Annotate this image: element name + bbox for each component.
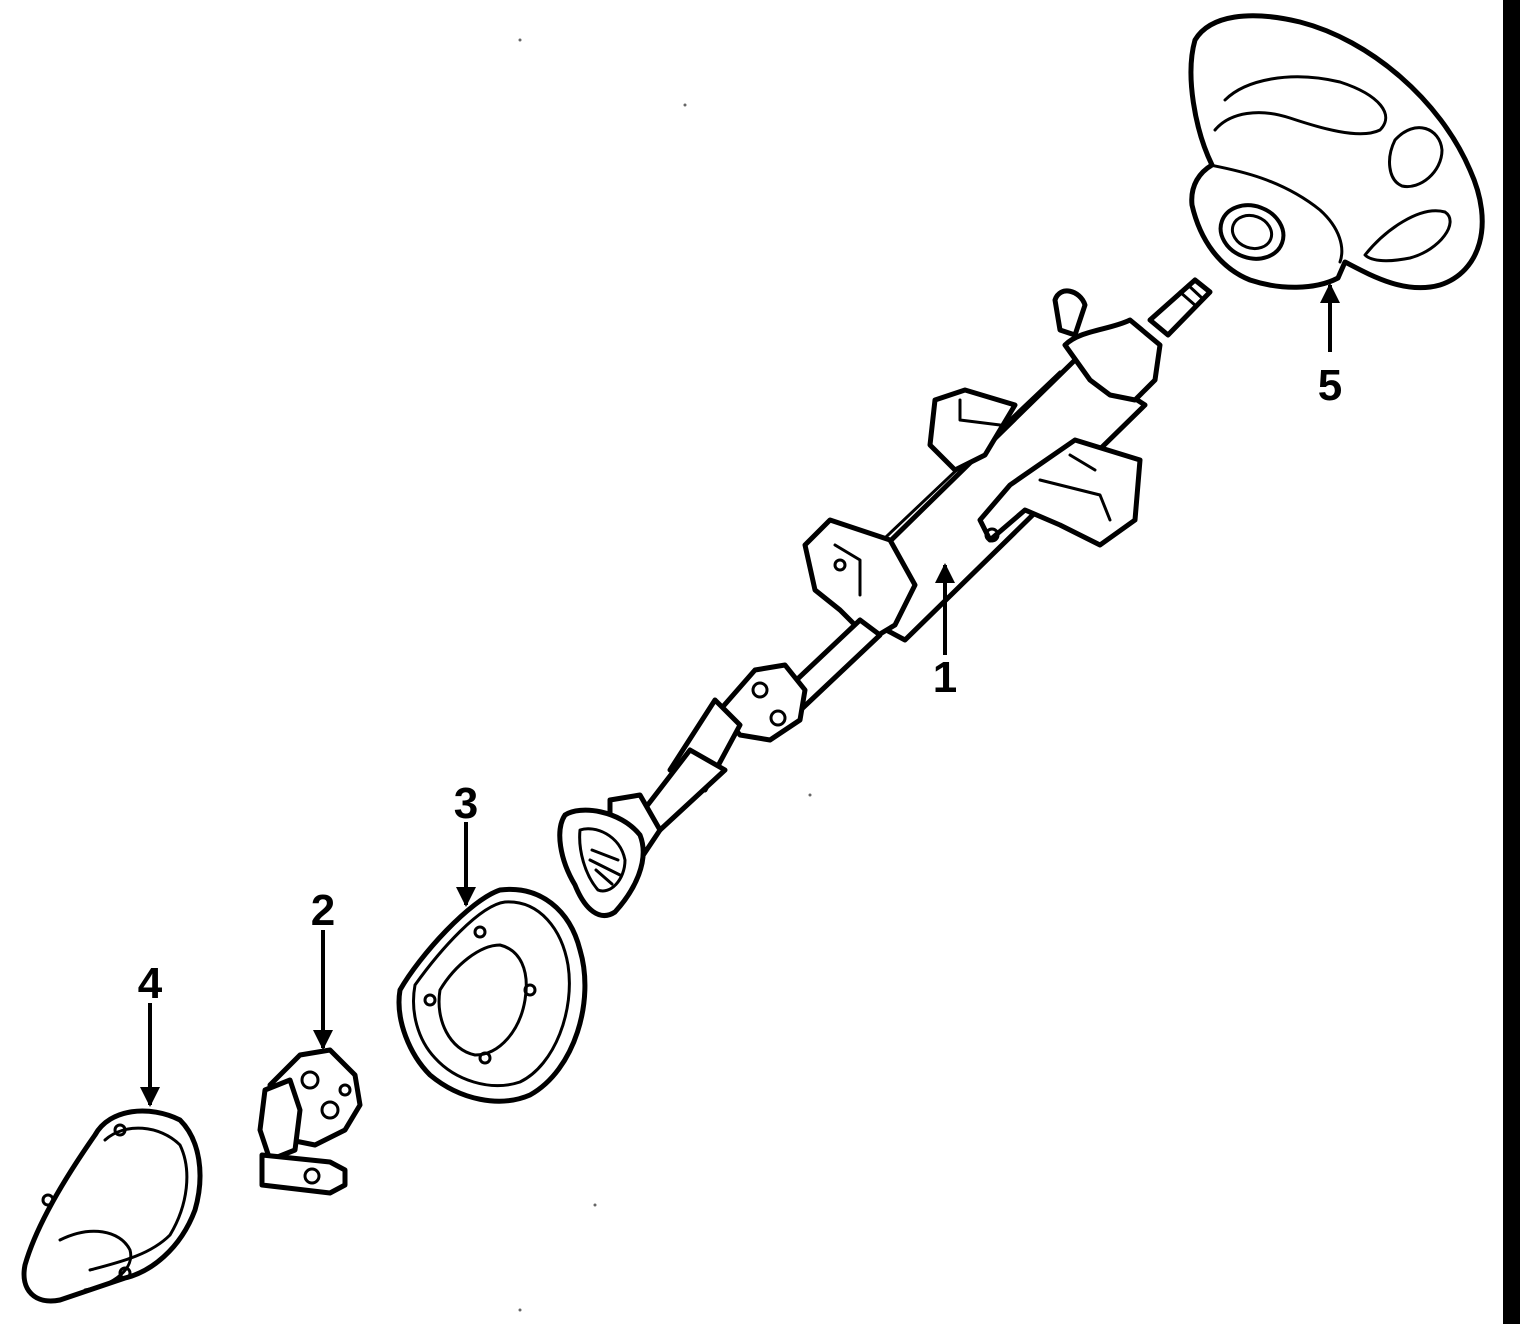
column-cover-plate [396,886,588,1104]
universal-joint [257,1047,363,1196]
callout-2: 2 [311,886,335,935]
callout-leaders [140,283,1340,1107]
callout-labels: 1 2 3 4 5 [138,361,1342,1008]
callout-5: 5 [1318,361,1342,410]
steering-column [557,277,1213,918]
dash-seal [21,1108,203,1304]
scan-edge-bar [1503,0,1520,1324]
callout-3: 3 [454,779,478,828]
callout-1: 1 [933,653,957,702]
callout-4: 4 [138,959,163,1008]
steering-wheel [1188,13,1485,291]
scan-specks [518,38,812,1312]
